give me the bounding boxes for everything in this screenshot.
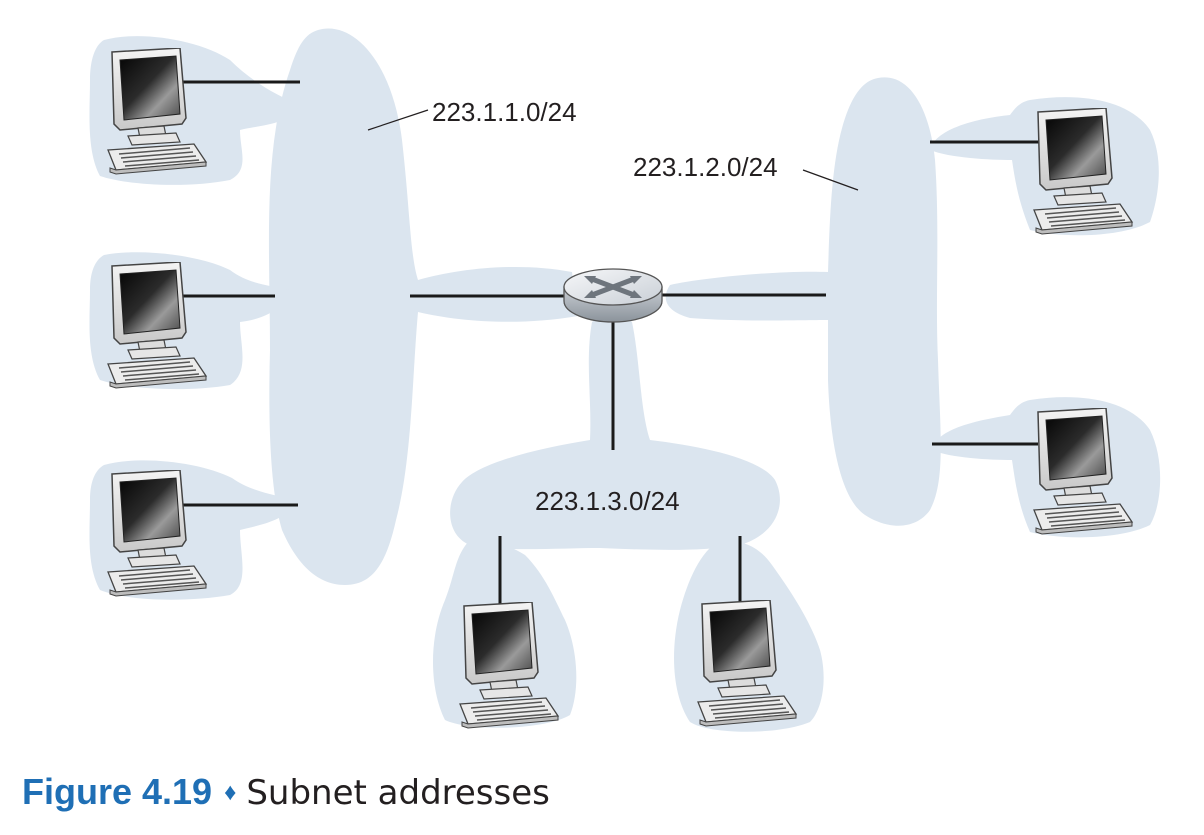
diamond-separator-icon: ♦ bbox=[224, 779, 237, 806]
figure-caption: Figure 4.19 ♦ Subnet addresses bbox=[22, 768, 550, 821]
subnet-1-leader bbox=[367, 109, 429, 131]
subnet-2-label: 223.1.2.0/24 bbox=[633, 152, 778, 182]
network-links bbox=[180, 80, 1040, 612]
router-icon bbox=[563, 268, 663, 323]
figure-title: Subnet addresses bbox=[246, 773, 550, 813]
subnet-1-label: 223.1.1.0/24 bbox=[432, 97, 577, 127]
figure-number: Figure 4.19 bbox=[22, 771, 213, 812]
subnet-2-leader bbox=[802, 169, 859, 191]
subnet-3-label: 223.1.3.0/24 bbox=[535, 486, 680, 516]
